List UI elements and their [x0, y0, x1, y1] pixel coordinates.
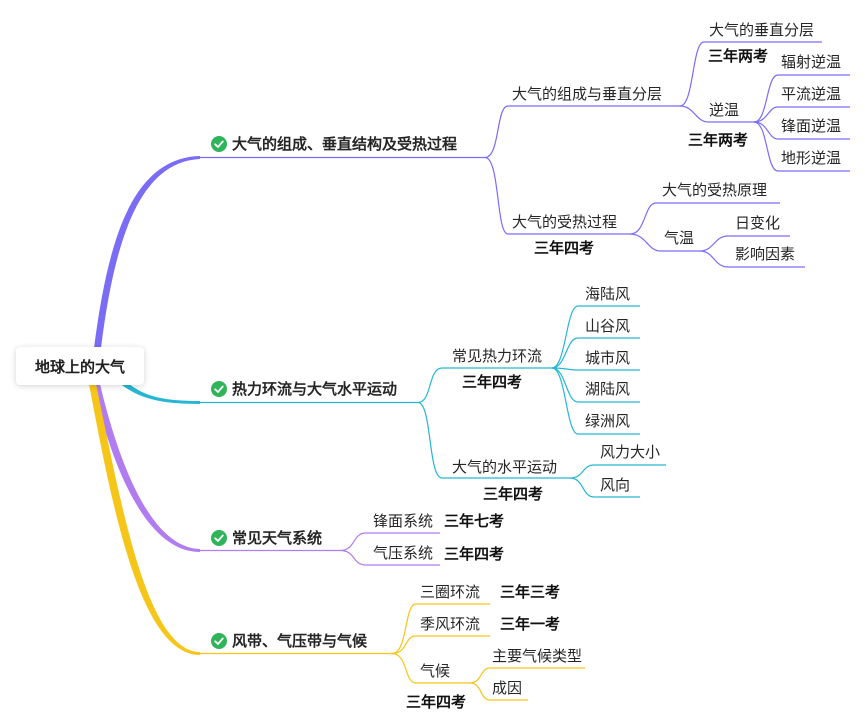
node-valley-breeze[interactable]: 山谷风: [585, 317, 631, 335]
root-branch-4: [89, 384, 200, 655]
node-wind-force[interactable]: 风力大小: [600, 443, 661, 461]
root-branch-2: [116, 376, 200, 404]
node-sea-land-breeze[interactable]: 海陆风: [585, 285, 631, 303]
badge-three-cell-circulation: 三年三考: [500, 583, 561, 601]
node-inversion[interactable]: 逆温: [709, 101, 740, 119]
node-climate[interactable]: 气候: [420, 662, 451, 680]
branch-1-lines: [200, 41, 850, 268]
node-composition-layers[interactable]: 大气的组成与垂直分层: [512, 85, 663, 103]
node-vertical-layers[interactable]: 大气的垂直分层: [709, 21, 815, 39]
node-pressure-system[interactable]: 气压系统: [373, 544, 434, 562]
node-frontal-inversion[interactable]: 锋面逆温: [781, 117, 842, 135]
badge-heating-process: 三年四考: [534, 239, 595, 257]
node-three-cell-circulation[interactable]: 三圈环流: [420, 583, 481, 601]
root-label: 地球上的大气: [34, 357, 125, 376]
node-influencing-factors[interactable]: 影响因素: [735, 245, 796, 263]
root-branch-3: [93, 384, 200, 552]
check-circle-icon: [211, 633, 227, 649]
node-lake-breeze[interactable]: 湖陆风: [585, 380, 631, 398]
badge-frontal-system: 三年七考: [444, 512, 505, 530]
badge-monsoon-circulation: 三年一考: [500, 615, 561, 633]
badge-climate: 三年四考: [406, 693, 467, 711]
node-horizontal-motion[interactable]: 大气的水平运动: [452, 458, 558, 476]
node-climate-types[interactable]: 主要气候类型: [492, 647, 583, 665]
badge-horizontal-motion: 三年四考: [483, 485, 544, 503]
root-branch-1: [94, 156, 200, 348]
node-heating-process[interactable]: 大气的受热过程: [512, 213, 618, 231]
branch-4-lines: [200, 603, 585, 701]
node-climate-causes[interactable]: 成因: [492, 679, 523, 697]
badge-inversion: 三年两考: [688, 131, 749, 149]
badge-common-circulation: 三年四考: [462, 373, 523, 391]
branch-3-lines: [200, 532, 440, 566]
check-circle-icon: [211, 136, 227, 152]
node-temperature[interactable]: 气温: [664, 229, 695, 247]
node-heating-principle[interactable]: 大气的受热原理: [662, 181, 768, 199]
badge-pressure-system: 三年四考: [444, 545, 505, 563]
topic-atmosphere-structure[interactable]: 大气的组成、垂直结构及受热过程: [232, 135, 458, 153]
node-monsoon-circulation[interactable]: 季风环流: [420, 615, 481, 633]
root-node[interactable]: 地球上的大气: [16, 347, 144, 385]
node-common-circulation[interactable]: 常见热力环流: [452, 347, 543, 365]
node-frontal-system[interactable]: 锋面系统: [373, 512, 434, 530]
topic-weather-systems[interactable]: 常见天气系统: [232, 529, 323, 547]
check-circle-icon: [211, 381, 227, 397]
node-city-breeze[interactable]: 城市风: [585, 349, 631, 367]
node-advection-inversion[interactable]: 平流逆温: [781, 85, 842, 103]
node-terrain-inversion[interactable]: 地形逆温: [781, 149, 842, 167]
topic-thermal-circulation[interactable]: 热力环流与大气水平运动: [232, 380, 398, 398]
branch-2-lines: [200, 305, 666, 498]
topic-wind-pressure-climate[interactable]: 风带、气压带与气候: [232, 632, 368, 650]
node-wind-direction[interactable]: 风向: [600, 476, 631, 494]
node-radiation-inversion[interactable]: 辐射逆温: [781, 53, 842, 71]
node-oasis-breeze[interactable]: 绿洲风: [585, 412, 631, 430]
node-daily-variation[interactable]: 日变化: [735, 214, 781, 232]
badge-vertical-layers: 三年两考: [708, 47, 769, 65]
check-circle-icon: [211, 530, 227, 546]
